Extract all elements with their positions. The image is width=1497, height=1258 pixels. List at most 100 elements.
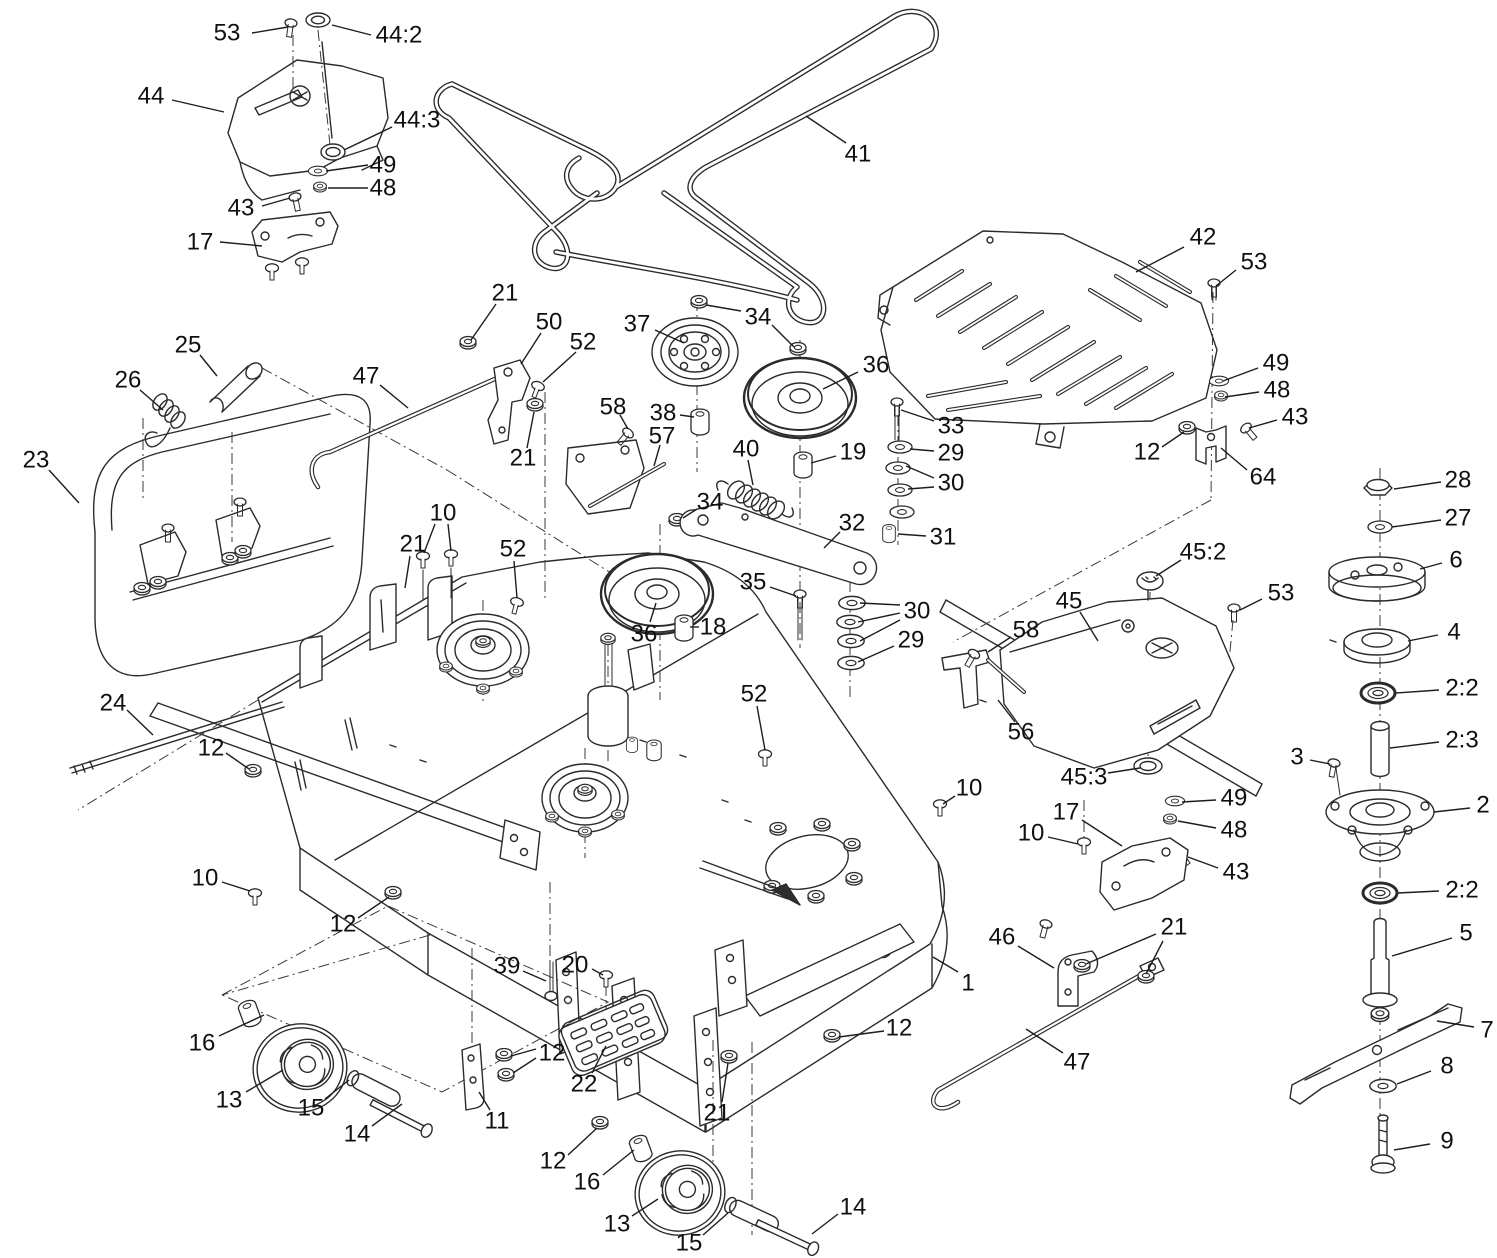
part-label-49-11: 49 — [1263, 350, 1290, 377]
leader-line-16 — [602, 1149, 635, 1176]
part-label-20-81: 20 — [562, 952, 589, 979]
part-label-34-31: 34 — [697, 489, 724, 516]
part-label-52-25: 52 — [570, 329, 597, 356]
leader-line-48 — [1177, 820, 1217, 829]
part-label-11-84: 11 — [485, 1108, 510, 1135]
leader-line-20 — [591, 968, 604, 976]
part-label-58-22: 58 — [600, 394, 627, 421]
leader-line-10 — [447, 523, 452, 552]
leader-line-12 — [1161, 431, 1185, 448]
leader-line-39 — [522, 970, 547, 982]
leader-line-29 — [857, 645, 895, 663]
part-label-2:3-57: 2:3 — [1445, 727, 1478, 754]
leader-line-43 — [1187, 856, 1219, 869]
leader-line-28 — [1393, 481, 1442, 490]
part-label-10-75: 10 — [1018, 820, 1045, 847]
leader-line-30 — [859, 619, 901, 642]
leader-line-44:2 — [331, 24, 372, 36]
part-label-13-77: 13 — [216, 1087, 243, 1114]
leader-line-12 — [838, 1030, 885, 1038]
part-label-21-27: 21 — [492, 280, 519, 307]
leader-line-25 — [199, 354, 218, 377]
part-label-6-54: 6 — [1449, 547, 1462, 574]
part-label-26-42: 26 — [115, 367, 142, 394]
part-label-43-73: 43 — [1223, 859, 1250, 886]
part-label-12-49: 12 — [198, 735, 225, 762]
tension-arm-artwork — [679, 397, 915, 767]
leader-line-10 — [221, 881, 251, 892]
leader-line-45:3 — [1107, 767, 1141, 774]
part-label-17-74: 17 — [1053, 799, 1080, 826]
part-label-46-93: 46 — [989, 924, 1016, 951]
part-label-29-17: 29 — [938, 440, 965, 467]
leader-line-64 — [1220, 447, 1248, 471]
leader-line-2:2 — [1397, 890, 1440, 894]
part-label-27-53: 27 — [1445, 505, 1472, 532]
leader-line-50 — [520, 332, 542, 365]
part-label-9-64: 9 — [1440, 1128, 1453, 1155]
leader-line-10 — [1047, 836, 1079, 845]
part-label-53-66: 53 — [1268, 580, 1295, 607]
leader-line-31 — [897, 533, 927, 537]
leader-line-26 — [139, 389, 164, 411]
part-label-1-92: 1 — [961, 970, 974, 997]
part-label-3-58: 3 — [1290, 744, 1303, 771]
leader-line-2:3 — [1389, 741, 1440, 749]
part-label-13-87: 13 — [604, 1211, 631, 1238]
leader-line-23 — [48, 469, 80, 504]
part-label-40-29: 40 — [733, 436, 760, 463]
part-label-37-19: 37 — [624, 311, 651, 338]
leader-line-7 — [1436, 1020, 1475, 1028]
leader-line-58 — [987, 636, 1012, 653]
part-label-53-10: 53 — [1241, 249, 1268, 276]
part-label-39-80: 39 — [494, 953, 521, 980]
part-label-31-33: 31 — [930, 524, 957, 551]
baffle-artwork — [877, 230, 1218, 449]
part-label-49-71: 49 — [1221, 785, 1248, 812]
part-label-22-83: 22 — [571, 1071, 598, 1098]
part-label-28-52: 28 — [1445, 467, 1472, 494]
leader-line-17 — [1081, 819, 1123, 847]
part-label-12-91: 12 — [886, 1015, 913, 1042]
part-label-36-37: 36 — [631, 621, 658, 648]
leader-line-29 — [909, 448, 935, 452]
leader-line-21 — [1085, 933, 1157, 965]
leader-line-4 — [1407, 634, 1439, 642]
part-label-45:3-70: 45:3 — [1061, 764, 1108, 791]
leader-line-6 — [1419, 562, 1443, 570]
part-label-30-35: 30 — [904, 598, 931, 625]
leader-line-21 — [470, 303, 497, 341]
part-label-44:3-3: 44:3 — [394, 107, 441, 134]
leader-line-41 — [805, 115, 847, 144]
leader-line-45 — [1079, 611, 1099, 642]
leader-line-56 — [997, 699, 1016, 723]
part-label-45-67: 45 — [1056, 588, 1083, 615]
part-label-14-79: 14 — [344, 1121, 371, 1148]
leader-line-12 — [510, 1048, 537, 1057]
part-label-12-85: 12 — [540, 1148, 567, 1175]
baffle-hardware-artwork — [1178, 278, 1261, 465]
leader-line-9 — [1393, 1143, 1431, 1151]
leader-line-16 — [218, 1014, 265, 1037]
leader-line-45:2 — [1155, 559, 1182, 577]
part-label-49-4: 49 — [370, 152, 397, 179]
leader-line-48 — [1224, 391, 1260, 398]
part-label-18-38: 18 — [700, 614, 727, 641]
leader-line-22 — [591, 1045, 607, 1074]
leader-line-36 — [822, 371, 859, 390]
leader-line-21 — [1145, 940, 1164, 975]
discharge-shield-artwork — [93, 393, 371, 677]
part-label-43-6: 43 — [228, 195, 255, 222]
part-label-12-51: 12 — [330, 911, 357, 938]
leader-line-53 — [1215, 269, 1237, 287]
part-label-19-30: 19 — [840, 439, 867, 466]
leader-line-13 — [631, 1198, 659, 1217]
leader-line-24 — [126, 709, 154, 736]
part-label-50-26: 50 — [536, 309, 563, 336]
leader-line-58 — [619, 414, 629, 430]
leader-line-47 — [1025, 1028, 1064, 1054]
leader-line-15 — [324, 1079, 350, 1100]
part-label-21-45: 21 — [400, 531, 427, 558]
